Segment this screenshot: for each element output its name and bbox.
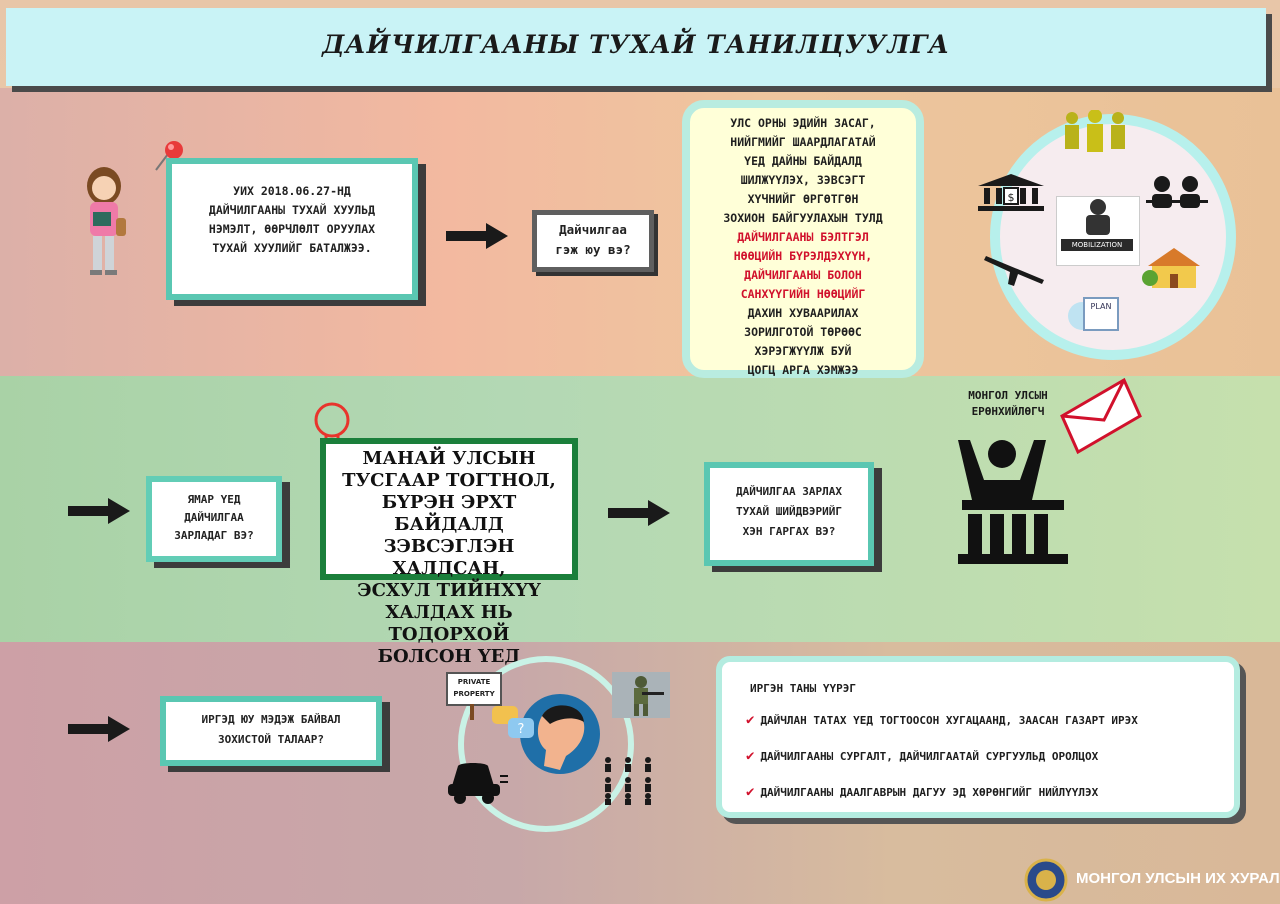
condition-text: МАНАЙ УЛСЫН ТУСГААР ТОГТНОЛ, БҮРЭН ЭРХТ … [326,448,572,668]
law-note-text: УИХ 2018.06.27-НД ДАЙЧИЛГААНЫ ТУХАЙ ХУУЛ… [208,184,376,255]
mobilization-label: MOBILIZATION [1061,239,1133,251]
condition-line: ЭСХУЛ ТИЙНХҮҮ [357,580,541,601]
definition-line: ШИЛЖҮҮЛЭХ, ЗЭВСЭГТ [740,173,866,187]
sign-post [470,704,474,720]
page-title: ДАЙЧИЛГААНЫ ТУХАЙ ТАНИЛЦУУЛГА [322,30,950,59]
footer-organization: МОНГОЛ УЛСЫН ИХ ХУРАЛ [1076,870,1280,887]
envelope-icon [1060,377,1142,455]
condition-line: БҮРЭН ЭРХТ БАЙДАЛД [381,492,517,535]
arrow-right-icon [446,223,508,249]
duty-text: ДАЙЧИЛГААНЫ ДААЛГАВРЫН ДАГУУ ЭД ХӨРӨНГИЙ… [760,786,1099,799]
duty-item: ✔ ДАЙЧИЛГААНЫ СУРГАЛТ, ДАЙЧИЛГААТАЙ СУРГУ… [746,748,1098,764]
plan-label: PLAN [1091,302,1112,311]
definition-line-highlight: САНХҮҮГИЙН НӨӨЦИЙГ [740,287,866,301]
checkmark-icon: ✔ [746,784,755,800]
definition-line: ДАХИН ХУВААРИЛАХ [747,306,859,320]
definition-line: ЦОГЦ АРГА ХЭМЖЭЭ [747,363,859,377]
soldiers-icon [1146,176,1208,208]
definition-line: ЗОХИОН БАЙГУУЛАХЫН ТУЛД [723,211,883,225]
question-line-1: Дайчилгаа [559,222,627,237]
definition-line: ЗОРИЛГОТОЙ ТӨРӨӨС [744,325,862,339]
what-is-mobilization-card: Дайчилгаа гэж юу вэ? [532,210,654,272]
definition-line: ХЭРЭГЖҮҮЛЖ БУЙ [754,344,852,358]
people-activities-icon [605,757,651,805]
citizen-duties-card: ИРГЭН ТАНЫ ҮҮРЭГ ✔ ДАЙЧЛАН ТАТАХ ҮЕД ТОГТ… [716,656,1240,818]
definition-text: УЛС ОРНЫ ЭДИЙН ЗАСАГ, НИЙГМИЙГ ШААРДЛАГА… [690,114,916,380]
definition-line-highlight: ДАЙЧИЛГААНЫ БОЛОН [744,268,862,282]
when-question-text: ЯМАР ҮЕД ДАЙЧИЛГАА ЗАРЛАДАГ ВЭ? [174,493,254,542]
condition-line: ХАЛДАХ НЬ ТОДОРХОЙ [385,602,513,645]
soldier-icon [634,676,664,716]
duties-title: ИРГЭН ТАНЫ ҮҮРЭГ [750,682,856,695]
definition-line: НИЙГМИЙГ ШААРДЛАГАТАЙ [730,135,876,149]
private-property-label: PRIVATE PROPERTY [453,678,495,698]
condition-box: МАНАЙ УЛСЫН ТУСГААР ТОГТНОЛ, БҮРЭН ЭРХТ … [320,438,578,667]
car-icon [448,763,508,804]
definition-line: ҮЕД ДАЙНЫ БАЙДАЛД [744,154,862,168]
arrow-right-icon [608,500,670,526]
definition-line: УЛС ОРНЫ ЭДИЙН ЗАСАГ, [730,116,876,130]
condition-line: ТУСГААР ТОГТНОЛ, [342,470,556,491]
state-emblem-icon [1024,858,1068,902]
definition-card: УЛС ОРНЫ ЭДИЙН ЗАСАГ, НИЙГМИЙГ ШААРДЛАГА… [682,100,924,378]
decision-question-card: ДАЙЧИЛГАА ЗАРЛАХ ТУХАЙ ШИЙДВЭРИЙГ ХЭН ГА… [704,462,874,566]
citizen-circle [458,656,634,832]
girl-with-books-icon [87,167,126,275]
question-line-2: гэж юу вэ? [555,242,631,257]
svg-text:$: $ [1008,191,1015,204]
plan-document-icon: PLAN [1068,297,1119,331]
person-thinking-icon: ? [492,694,600,774]
president-line-2: ЕРӨНХИЙЛӨГЧ [971,405,1045,418]
condition-line: БОЛСОН ҮЕД [377,646,521,667]
rifle-icon [984,256,1044,286]
svg-text:?: ? [518,722,525,737]
law-note-card: УИХ 2018.06.27-НД ДАЙЧИЛГААНЫ ТУХАЙ ХУУЛ… [166,158,418,300]
citizen-question-card: ИРГЭД ЮУ МЭДЭЖ БАЙВАЛ ЗОХИСТОЙ ТАЛААР? [160,696,382,766]
when-question-card: ЯМАР ҮЕД ДАЙЧИЛГАА ЗАРЛАДАГ ВЭ? [146,476,282,562]
arrow-right-icon [68,716,130,742]
checkmark-icon: ✔ [746,712,755,728]
duty-text: ДАЙЧИЛГААНЫ СУРГАЛТ, ДАЙЧИЛГААТАЙ СУРГУУ… [760,750,1099,763]
condition-line: ЗЭВСЭГЛЭН ХАЛДСАН, [383,536,515,579]
duty-item: ✔ ДАЙЧИЛГААНЫ ДААЛГАВРЫН ДАГУУ ЭД ХӨРӨНГИ… [746,784,1098,800]
duty-text: ДАЙЧЛАН ТАТАХ ҮЕД ТОГТООСОН ХУГАЦААНД, З… [760,714,1138,727]
checkmark-icon: ✔ [746,748,755,764]
definition-line-highlight: ДАЙЧИЛГААНЫ БЭЛТГЭЛ [737,230,869,244]
duty-item: ✔ ДАЙЧЛАН ТАТАХ ҮЕД ТОГТООСОН ХУГАЦААНД, … [746,712,1138,728]
mobilization-emblem: MOBILIZATION [1056,196,1140,266]
president-podium-icon [958,440,1068,564]
arrow-right-icon [68,498,130,524]
title-box: ДАЙЧИЛГААНЫ ТУХАЙ ТАНИЛЦУУЛГА [6,8,1266,86]
people-group-icon [1065,110,1125,152]
decision-question-text: ДАЙЧИЛГАА ЗАРЛАХ ТУХАЙ ШИЙДВЭРИЙГ ХЭН ГА… [736,485,842,538]
citizen-question-text: ИРГЭД ЮУ МЭДЭЖ БАЙВАЛ ЗОХИСТОЙ ТАЛААР? [201,713,341,746]
private-property-sign: PRIVATE PROPERTY [446,672,502,706]
president-line-1: МОНГОЛ УЛСЫН [968,389,1048,402]
condition-line: МАНАЙ УЛСЫН [362,448,536,469]
president-label: МОНГОЛ УЛСЫН ЕРӨНХИЙЛӨГЧ [938,388,1078,420]
house-icon [1142,248,1200,288]
bank-icon: $ [978,174,1044,211]
pushpin-icon [155,141,183,171]
definition-line: ХҮЧНИЙГ ӨРГӨТГӨН [747,192,859,206]
soldier-photo [612,672,670,718]
soldier-emblem-icon [1086,199,1110,235]
definition-line-highlight: НӨӨЦИЙН БҮРЭЛДЭХҮҮН, [733,249,873,263]
